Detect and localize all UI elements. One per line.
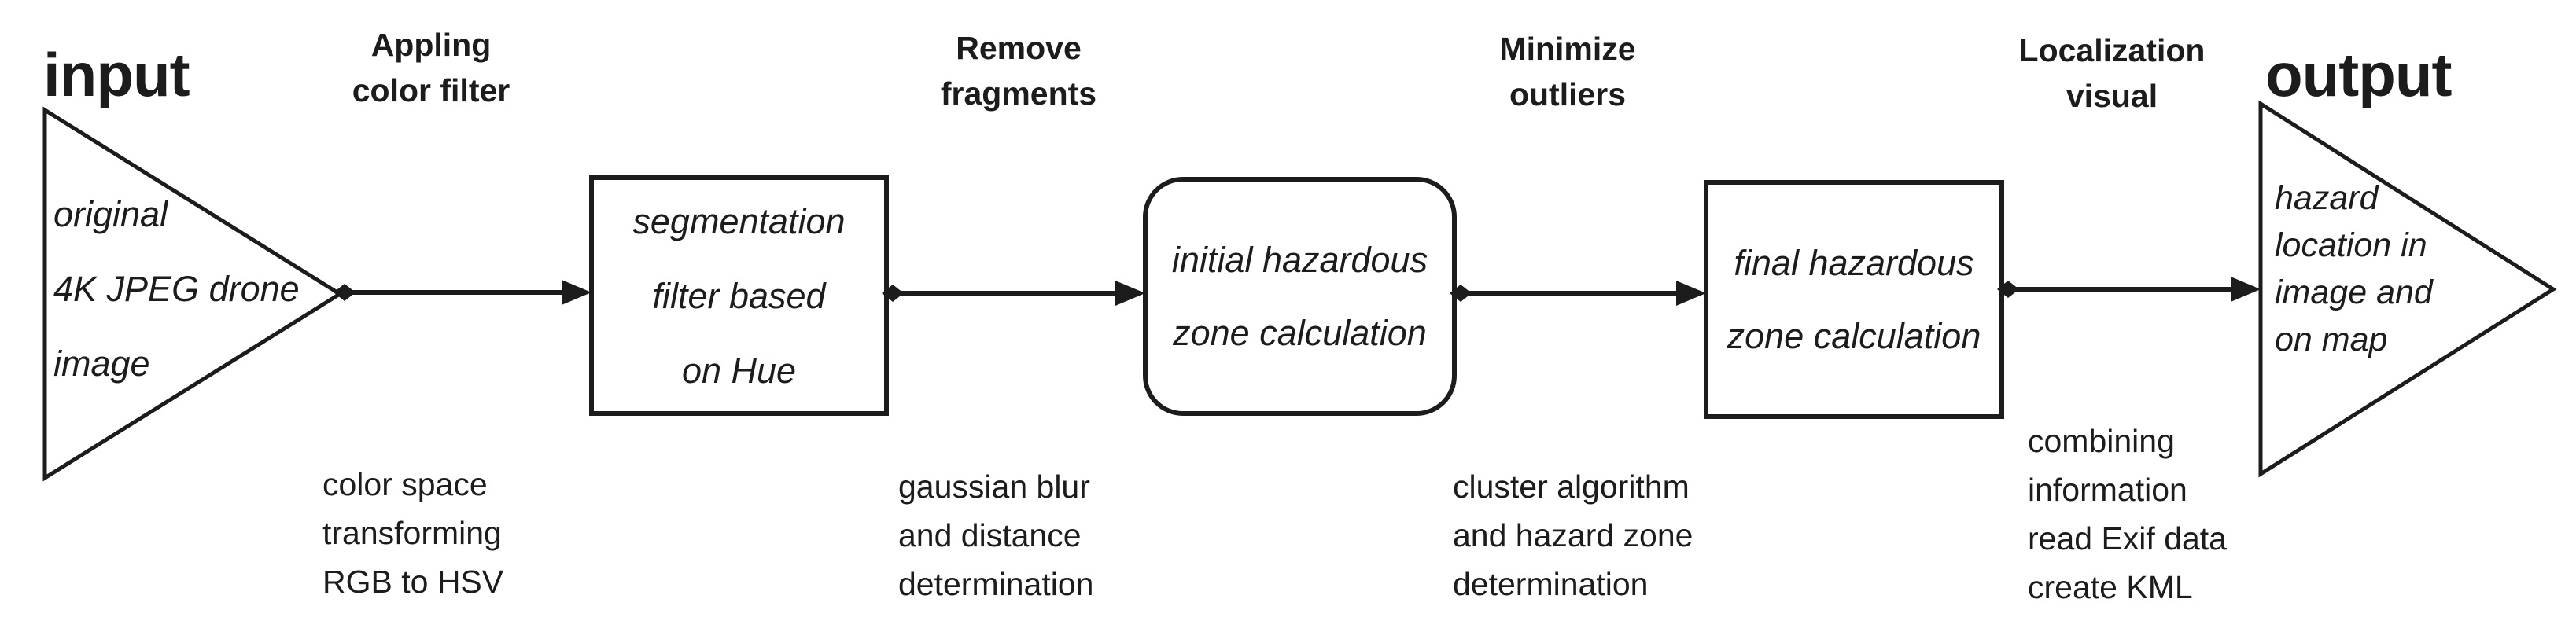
- input-triangle-label: original 4K JPEG drone image: [53, 194, 300, 384]
- output-heading: output: [2265, 40, 2453, 109]
- diamond-connector-icon: [1997, 281, 2019, 298]
- diamond-connector-icon: [334, 284, 356, 301]
- output-triangle-label: hazard location in image and on map: [2275, 179, 2433, 358]
- flow-arrow-1: [334, 280, 591, 305]
- input-heading: input: [43, 40, 190, 109]
- annotation-cluster-algorithm: cluster algorithm and hazard zone determ…: [1453, 469, 1693, 602]
- process-label-final-zone: final hazardous zone calculation: [1727, 243, 1981, 356]
- flow-arrow-2: [882, 281, 1145, 306]
- input-triangle: [42, 106, 344, 482]
- step-label-remove-fragments: Remove fragments: [940, 30, 1097, 112]
- step-label-color-filter: Appling color filter: [352, 27, 510, 108]
- arrowhead-icon: [2231, 277, 2261, 302]
- arrowhead-icon: [1676, 281, 1706, 306]
- arrowhead-icon: [1115, 281, 1145, 306]
- diamond-connector-icon: [882, 285, 904, 302]
- annotation-gaussian-blur: gaussian blur and distance determination: [898, 469, 1094, 602]
- process-label-segmentation: segmentation filter based on Hue: [632, 200, 846, 391]
- output-triangle: [2258, 100, 2557, 478]
- flow-arrow-4: [1997, 277, 2261, 302]
- process-box-final-zone: [1704, 180, 2004, 419]
- arrowhead-icon: [562, 280, 591, 305]
- step-label-minimize-outliers: Minimize outliers: [1499, 31, 1636, 112]
- annotation-rgb-to-hsv: color space transforming RGB to HSV: [322, 466, 504, 600]
- diamond-connector-icon: [1450, 285, 1472, 302]
- process-box-segmentation: [589, 175, 889, 416]
- annotation-exif-kml: combining information read Exif data cre…: [2028, 423, 2227, 605]
- flow-arrow-3: [1450, 281, 1706, 306]
- step-label-localization-visual: Localization visual: [2018, 32, 2206, 114]
- process-label-initial-zone: initial hazardous zone calculation: [1171, 240, 1428, 353]
